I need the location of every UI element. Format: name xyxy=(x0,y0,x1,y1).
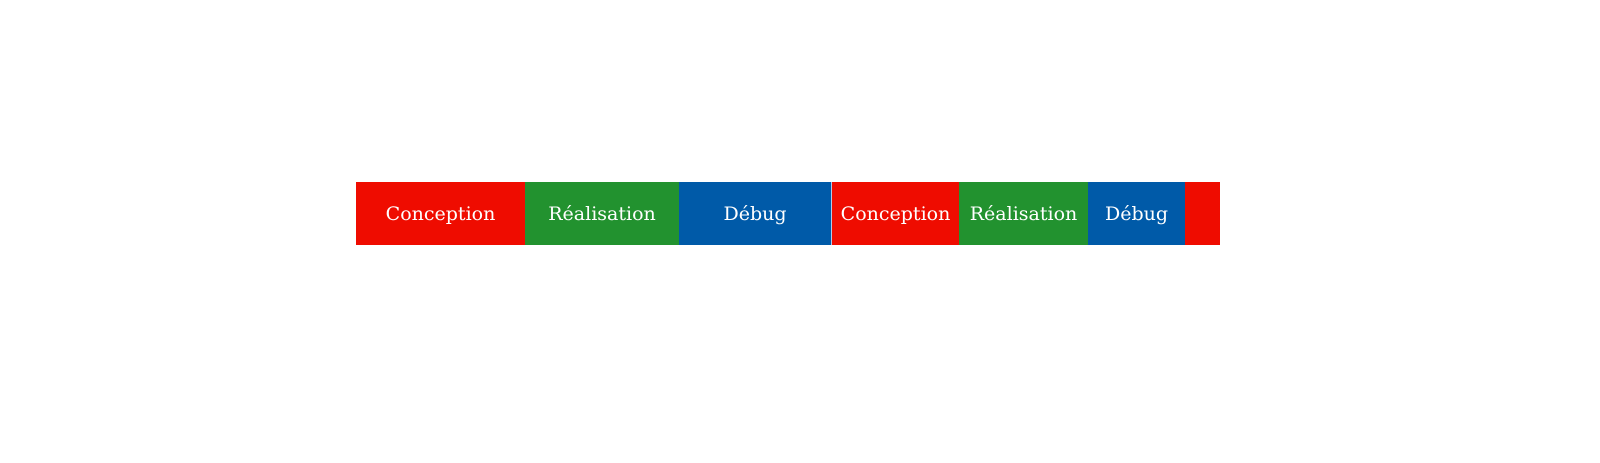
segment-realisation-1: Réalisation xyxy=(525,182,679,245)
segment-conception-2: Conception xyxy=(831,182,959,245)
segment-conception-3 xyxy=(1185,182,1220,245)
segment-label: Débug xyxy=(1104,202,1169,225)
segment-label: Conception xyxy=(840,202,951,225)
phase-timeline-bar: Conception Réalisation Débug Conception … xyxy=(356,182,1220,245)
segment-realisation-2: Réalisation xyxy=(959,182,1088,245)
segment-debug-1: Débug xyxy=(679,182,831,245)
segment-label: Conception xyxy=(385,202,496,225)
segment-conception-1: Conception xyxy=(356,182,525,245)
segment-debug-2: Débug xyxy=(1088,182,1185,245)
segment-label: Réalisation xyxy=(548,202,656,225)
segment-label: Réalisation xyxy=(969,202,1078,225)
segment-label: Débug xyxy=(723,202,787,225)
